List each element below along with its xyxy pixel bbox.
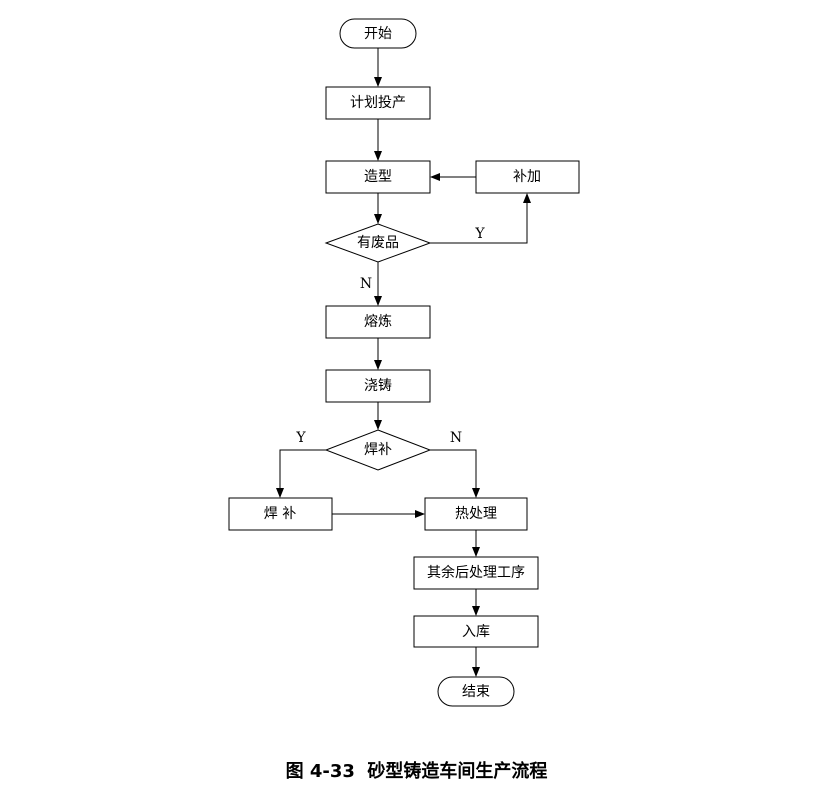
weld-yes-label: Y bbox=[295, 430, 306, 446]
supplement-label: 补加 bbox=[513, 169, 541, 185]
weld-repair-label: 焊 补 bbox=[264, 506, 296, 522]
supplement-box bbox=[475, 160, 580, 194]
defect-no-label: N bbox=[360, 276, 372, 292]
heat-treatment-box bbox=[424, 497, 528, 531]
storage-label: 入库 bbox=[462, 624, 490, 640]
edge-weldcheck-heat bbox=[430, 449, 480, 498]
heat-treatment-label: 热处理 bbox=[455, 506, 497, 522]
storage-box bbox=[413, 615, 539, 648]
weld-decision bbox=[324, 429, 432, 471]
flowchart: 开始 计划投产 造型 补加 有废品 熔炼 浇铸 焊补 焊 补 热处理 其余后处理… bbox=[228, 18, 580, 707]
figure-caption: 图 4-33 砂型铸造车间生产流程 bbox=[285, 761, 548, 782]
pouring-label: 浇铸 bbox=[364, 378, 392, 394]
start-label: 开始 bbox=[364, 26, 392, 42]
end-terminal bbox=[437, 676, 515, 707]
post-processing-label: 其余后处理工序 bbox=[427, 564, 525, 581]
molding-box bbox=[325, 160, 431, 194]
pouring-box bbox=[325, 369, 431, 403]
melting-label: 熔炼 bbox=[364, 314, 392, 330]
weld-no-label: N bbox=[450, 430, 462, 446]
end-label: 结束 bbox=[462, 684, 490, 700]
defect-yes-label: Y bbox=[474, 226, 485, 242]
edge-check-supplement bbox=[430, 193, 531, 244]
defect-check-label: 有废品 bbox=[357, 235, 399, 251]
plan-label: 计划投产 bbox=[350, 95, 406, 111]
plan-box bbox=[325, 86, 431, 120]
molding-label: 造型 bbox=[364, 169, 392, 185]
edge-weldcheck-weldrepair bbox=[276, 449, 326, 498]
weld-check-label: 焊补 bbox=[364, 442, 392, 458]
post-processing-box bbox=[413, 556, 539, 590]
